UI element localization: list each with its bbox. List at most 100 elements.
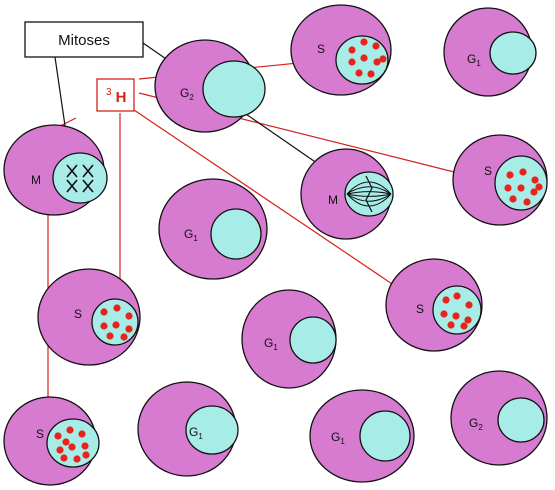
labeled-dna-dot	[106, 332, 114, 340]
labeled-dna-dot	[100, 322, 108, 330]
cell-s-right: S	[452, 134, 548, 226]
cell-m-left: M	[3, 124, 108, 216]
mitoses-box	[24, 21, 144, 58]
nucleus	[494, 155, 548, 211]
labeled-dna-dot	[348, 46, 356, 54]
phase-label: G1	[467, 52, 481, 68]
labeled-dna-dot	[125, 312, 133, 320]
labeled-dna-dot	[460, 322, 468, 330]
labeled-dna-dot	[68, 443, 76, 451]
labeled-dna-dot	[535, 183, 543, 191]
phase-label: S	[484, 164, 492, 178]
cell-g1-middle: G1	[158, 178, 268, 280]
labeled-dna-dot	[355, 69, 363, 77]
labeled-dna-dot	[125, 325, 133, 333]
nucleus	[46, 418, 100, 468]
labeled-dna-dot	[517, 184, 525, 192]
phase-label: G2	[180, 86, 194, 102]
tracer-box	[96, 78, 135, 112]
labeled-dna-dot	[523, 198, 531, 206]
phase-label: G2	[469, 416, 483, 432]
phase-label: M	[328, 193, 338, 207]
cell-m-center: M	[300, 148, 394, 240]
nucleus	[489, 31, 537, 75]
chromosome	[66, 164, 78, 178]
phase-letter: G	[189, 425, 198, 439]
phase-label: S	[416, 302, 424, 316]
labeled-dna-dot	[509, 195, 517, 203]
phase-label: G1	[264, 336, 278, 352]
cell-g2-top: G2	[154, 39, 266, 133]
nucleus	[202, 60, 266, 118]
nucleus	[289, 316, 337, 364]
phase-label: G1	[184, 227, 198, 243]
nucleus	[497, 397, 545, 443]
labeled-dna-dot	[62, 438, 70, 446]
labeled-dna-dot	[506, 171, 514, 179]
tracer-leader-line	[133, 109, 417, 301]
phase-letter: S	[484, 164, 492, 178]
tracer-symbol: H	[116, 89, 127, 106]
labeled-dna-dot	[447, 321, 455, 329]
labeled-dna-dot	[360, 54, 368, 62]
labeled-dna-dot	[530, 188, 538, 196]
cell-g1-bottom-2: G1	[309, 389, 415, 483]
chromosome	[66, 179, 78, 193]
phase-letter: G	[180, 86, 189, 100]
phase-label: S	[36, 427, 44, 441]
labeled-dna-dot	[379, 55, 387, 63]
labeled-dna-dot	[373, 58, 381, 66]
labeled-dna-dot	[453, 292, 461, 300]
phase-subscript: 1	[476, 59, 481, 68]
labeled-dna-dot	[81, 442, 89, 450]
phase-label: S	[317, 42, 325, 56]
labeled-dna-dot	[112, 321, 120, 329]
phase-letter: M	[328, 193, 338, 207]
labeled-dna-dot	[56, 446, 64, 454]
nucleus	[52, 152, 108, 204]
nucleus	[185, 405, 239, 455]
labeled-dna-dot	[464, 316, 472, 324]
phase-label: G1	[331, 430, 345, 446]
cell-g2-bottom-right: G2	[450, 370, 548, 466]
phase-subscript: 2	[189, 93, 194, 102]
mitoses-callout: Mitoses	[24, 21, 144, 58]
phase-letter: G	[264, 336, 273, 350]
labeled-dna-dot	[120, 333, 128, 341]
phase-subscript: 1	[198, 432, 203, 441]
labeled-dna-dot	[348, 58, 356, 66]
phase-letter: S	[317, 42, 325, 56]
phase-subscript: 2	[478, 423, 483, 432]
labeled-dna-dot	[519, 168, 527, 176]
tracer-superscript: 3	[106, 87, 112, 98]
phase-letter: M	[31, 173, 41, 187]
phase-label: S	[74, 307, 82, 321]
labeled-dna-dot	[440, 310, 448, 318]
labeled-dna-dot	[372, 42, 380, 50]
labeled-dna-dot	[66, 426, 74, 434]
tracer-label: 3 H	[106, 82, 126, 106]
phase-letter: G	[331, 430, 340, 444]
cell-g1-center: G1	[241, 289, 337, 389]
cell-s-mid-left: S	[37, 268, 141, 366]
labeled-dna-dot	[442, 296, 450, 304]
tracer-callout: 3 H	[96, 78, 135, 112]
cell-s-top: S	[290, 4, 392, 96]
labeled-dna-dot	[531, 176, 539, 184]
labeled-dna-dot	[360, 38, 368, 46]
phase-label: G1	[189, 425, 203, 441]
labeled-dna-dot	[100, 308, 108, 316]
phase-subscript: 1	[340, 437, 345, 446]
labeled-dna-dot	[367, 70, 375, 78]
labeled-dna-dot	[82, 451, 90, 459]
nucleus	[359, 410, 411, 462]
mitoses-label: Mitoses	[58, 32, 110, 49]
phase-letter: S	[416, 302, 424, 316]
phase-letter: S	[36, 427, 44, 441]
cell-s-bottom-left: S	[3, 396, 100, 486]
nucleus	[210, 208, 262, 260]
labeled-dna-dot	[73, 455, 81, 463]
phase-subscript: 1	[193, 234, 198, 243]
